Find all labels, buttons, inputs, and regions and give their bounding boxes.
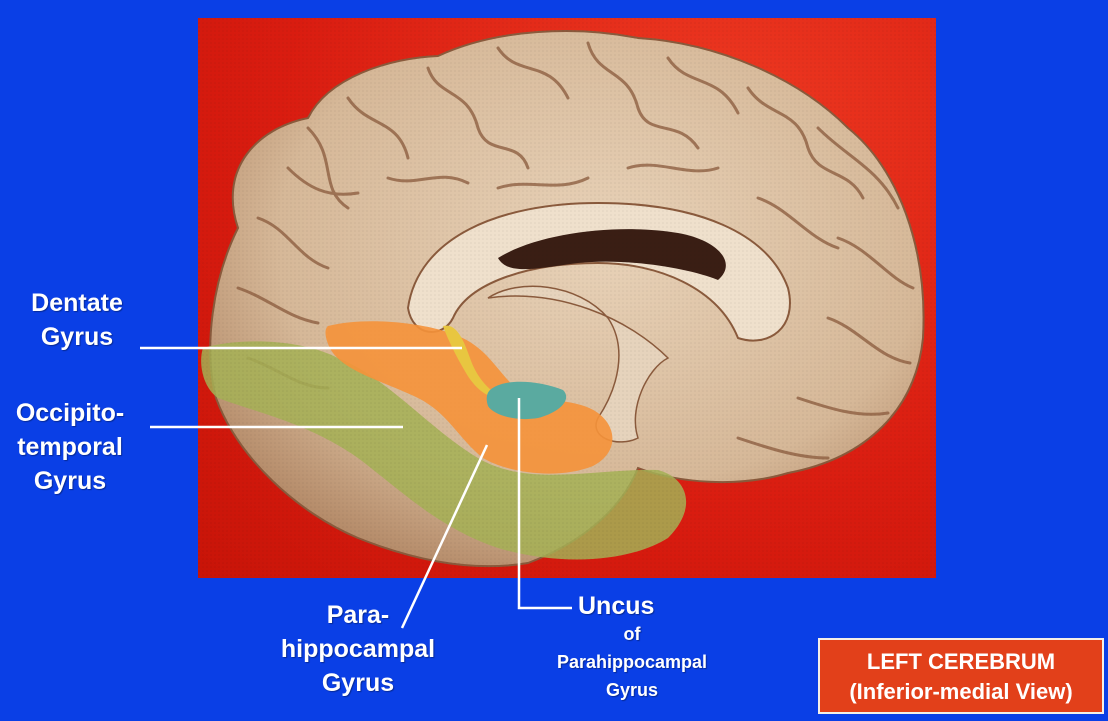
label-uncus-sub: of Parahippocampal Gyrus (532, 620, 732, 704)
label-line: Occipito- (15, 399, 125, 427)
texture (198, 18, 936, 578)
label-dentate-gyrus: Dentate Gyrus (22, 286, 132, 354)
view-title-box: LEFT CEREBRUM (Inferior-medial View) (818, 638, 1104, 714)
label-line: Gyrus (40, 323, 114, 351)
view-title-line2: (Inferior-medial View) (849, 679, 1073, 704)
label-line: hippocampal (280, 635, 436, 663)
label-line: Gyrus (321, 669, 395, 697)
view-title-line1: LEFT CEREBRUM (866, 649, 1056, 674)
label-line: Para- (326, 601, 390, 629)
label-line: Dentate (31, 289, 123, 317)
brain-illustration (198, 18, 936, 578)
brain-photo (198, 18, 936, 578)
label-line: Gyrus (33, 467, 107, 495)
label-parahippocampal-gyrus: Para- hippocampal Gyrus (262, 598, 454, 700)
label-occipitotemporal-gyrus: Occipito- temporal Gyrus (2, 396, 138, 498)
label-line: temporal (17, 433, 123, 461)
label-uncus: Uncus (578, 592, 655, 620)
label-line: of (623, 624, 641, 644)
label-line: Parahippocampal (556, 652, 708, 672)
label-line: Gyrus (605, 680, 659, 700)
dentate-region (443, 325, 500, 397)
